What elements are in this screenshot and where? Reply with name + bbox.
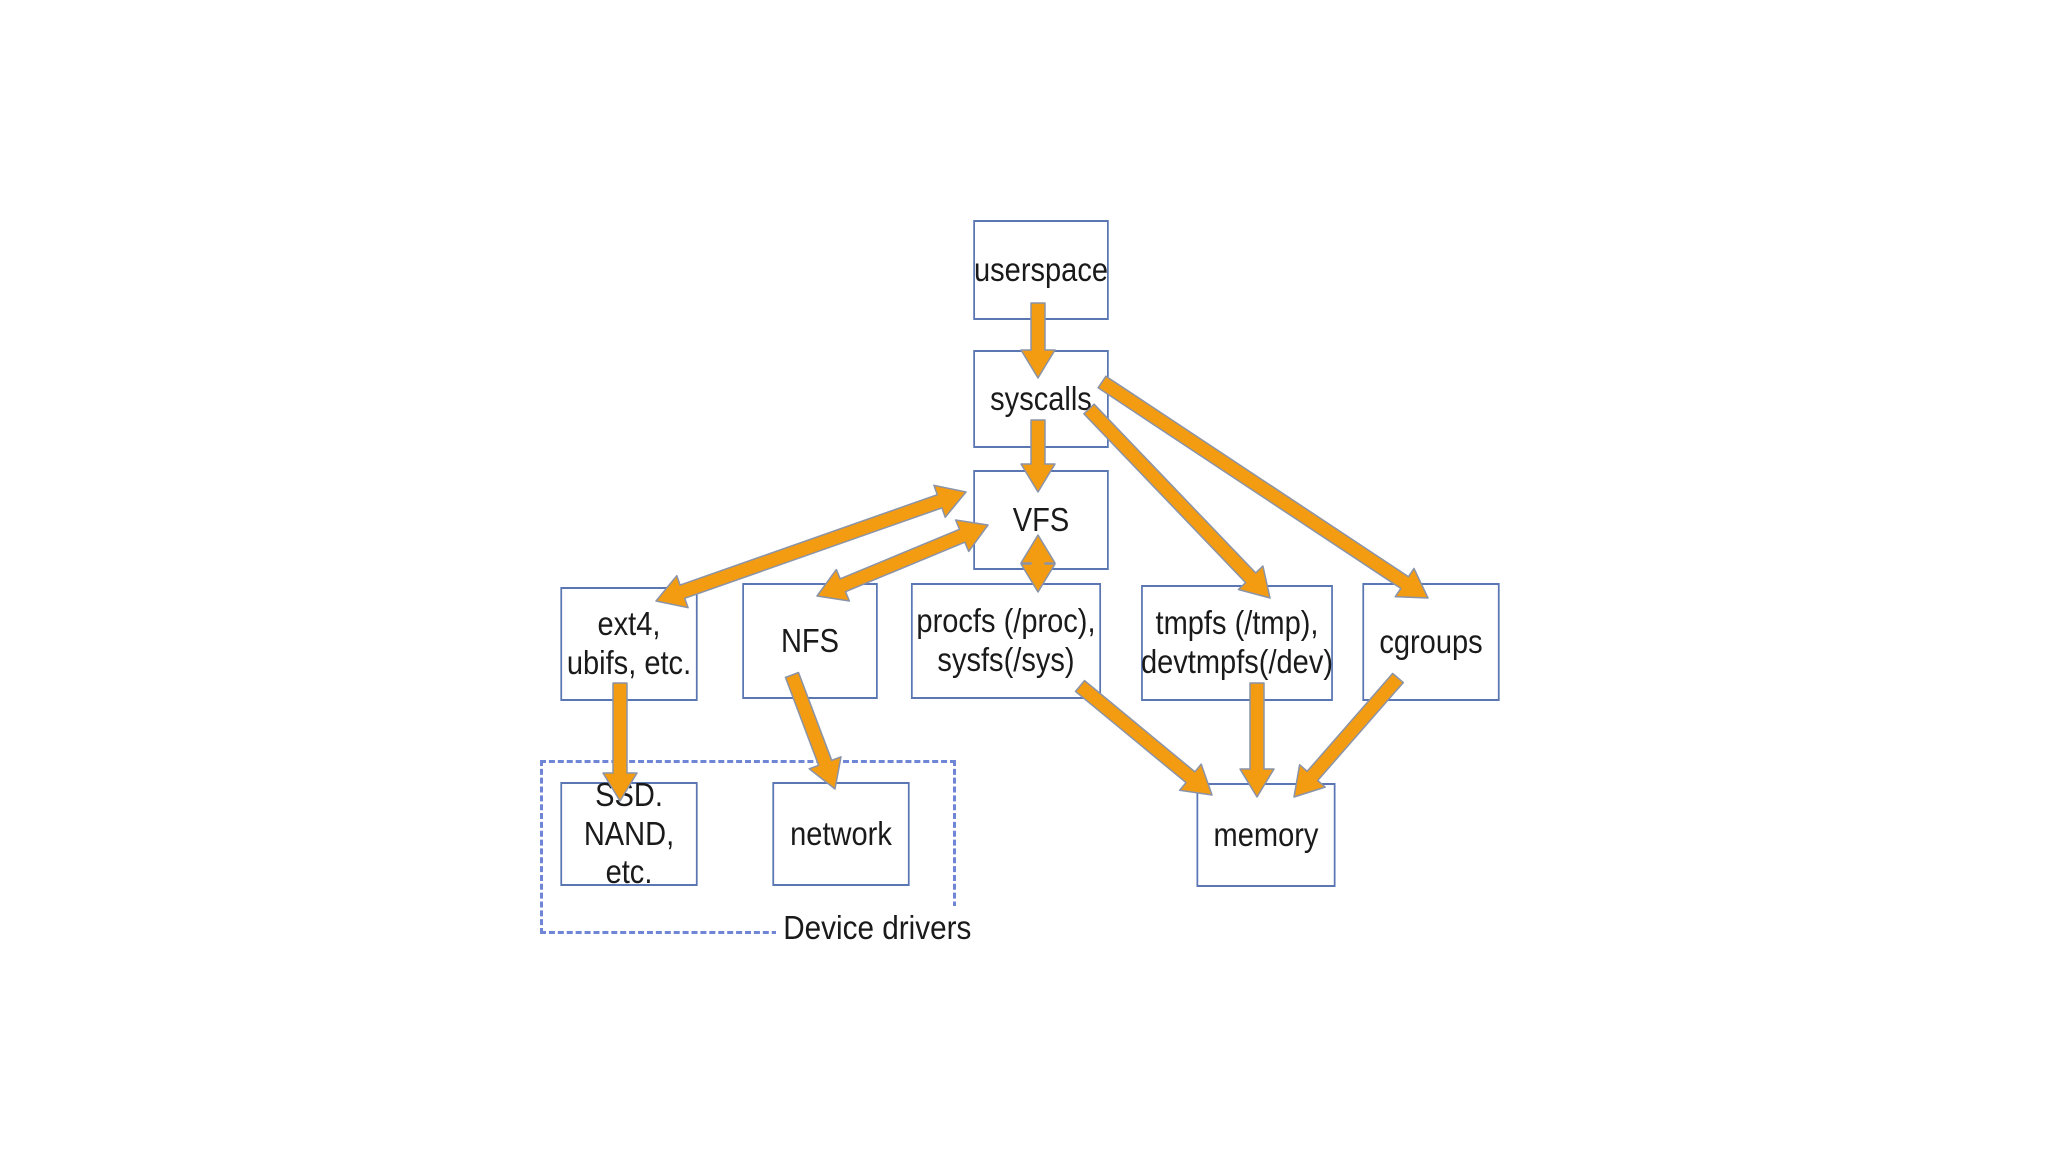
arrow-syscalls-to-cgroups <box>1097 375 1429 599</box>
node-network: network <box>772 782 910 886</box>
node-nfs: NFS <box>742 583 878 699</box>
node-cgroups: cgroups <box>1362 583 1500 701</box>
node-ext4-label: ext4, ubifs, etc. <box>566 605 692 681</box>
node-ssd: SSD. NAND, etc. <box>560 776 698 890</box>
node-procfs-label: procfs (/proc), sysfs(/sys) <box>916 602 1096 678</box>
node-userspace: userspace <box>973 220 1109 320</box>
node-vfs-label: VFS <box>1012 500 1070 538</box>
node-procfs: procfs (/proc), sysfs(/sys) <box>910 583 1102 699</box>
device-drivers-label: Device drivers <box>776 906 979 950</box>
node-nfs-label: NFS <box>780 621 840 659</box>
arrow-syscalls-to-tmpfs <box>1083 403 1271 599</box>
node-syscalls-label: syscalls <box>990 379 1092 417</box>
node-syscalls: syscalls <box>973 350 1109 448</box>
device-drivers-group <box>540 760 956 934</box>
node-cgroups-label: cgroups <box>1379 622 1483 660</box>
node-memory-label: memory <box>1213 815 1319 853</box>
node-memory: memory <box>1196 783 1336 887</box>
node-ext4: ext4, ubifs, etc. <box>560 587 698 701</box>
node-tmpfs-label: tmpfs (/tmp), devtmpfs(/dev) <box>1140 604 1334 680</box>
node-vfs: VFS <box>973 470 1109 570</box>
node-userspace-label: userspace <box>974 250 1109 288</box>
node-ssd-label: SSD. NAND, etc. <box>583 775 675 891</box>
node-tmpfs: tmpfs (/tmp), devtmpfs(/dev) <box>1141 585 1333 701</box>
node-network-label: network <box>790 814 892 852</box>
